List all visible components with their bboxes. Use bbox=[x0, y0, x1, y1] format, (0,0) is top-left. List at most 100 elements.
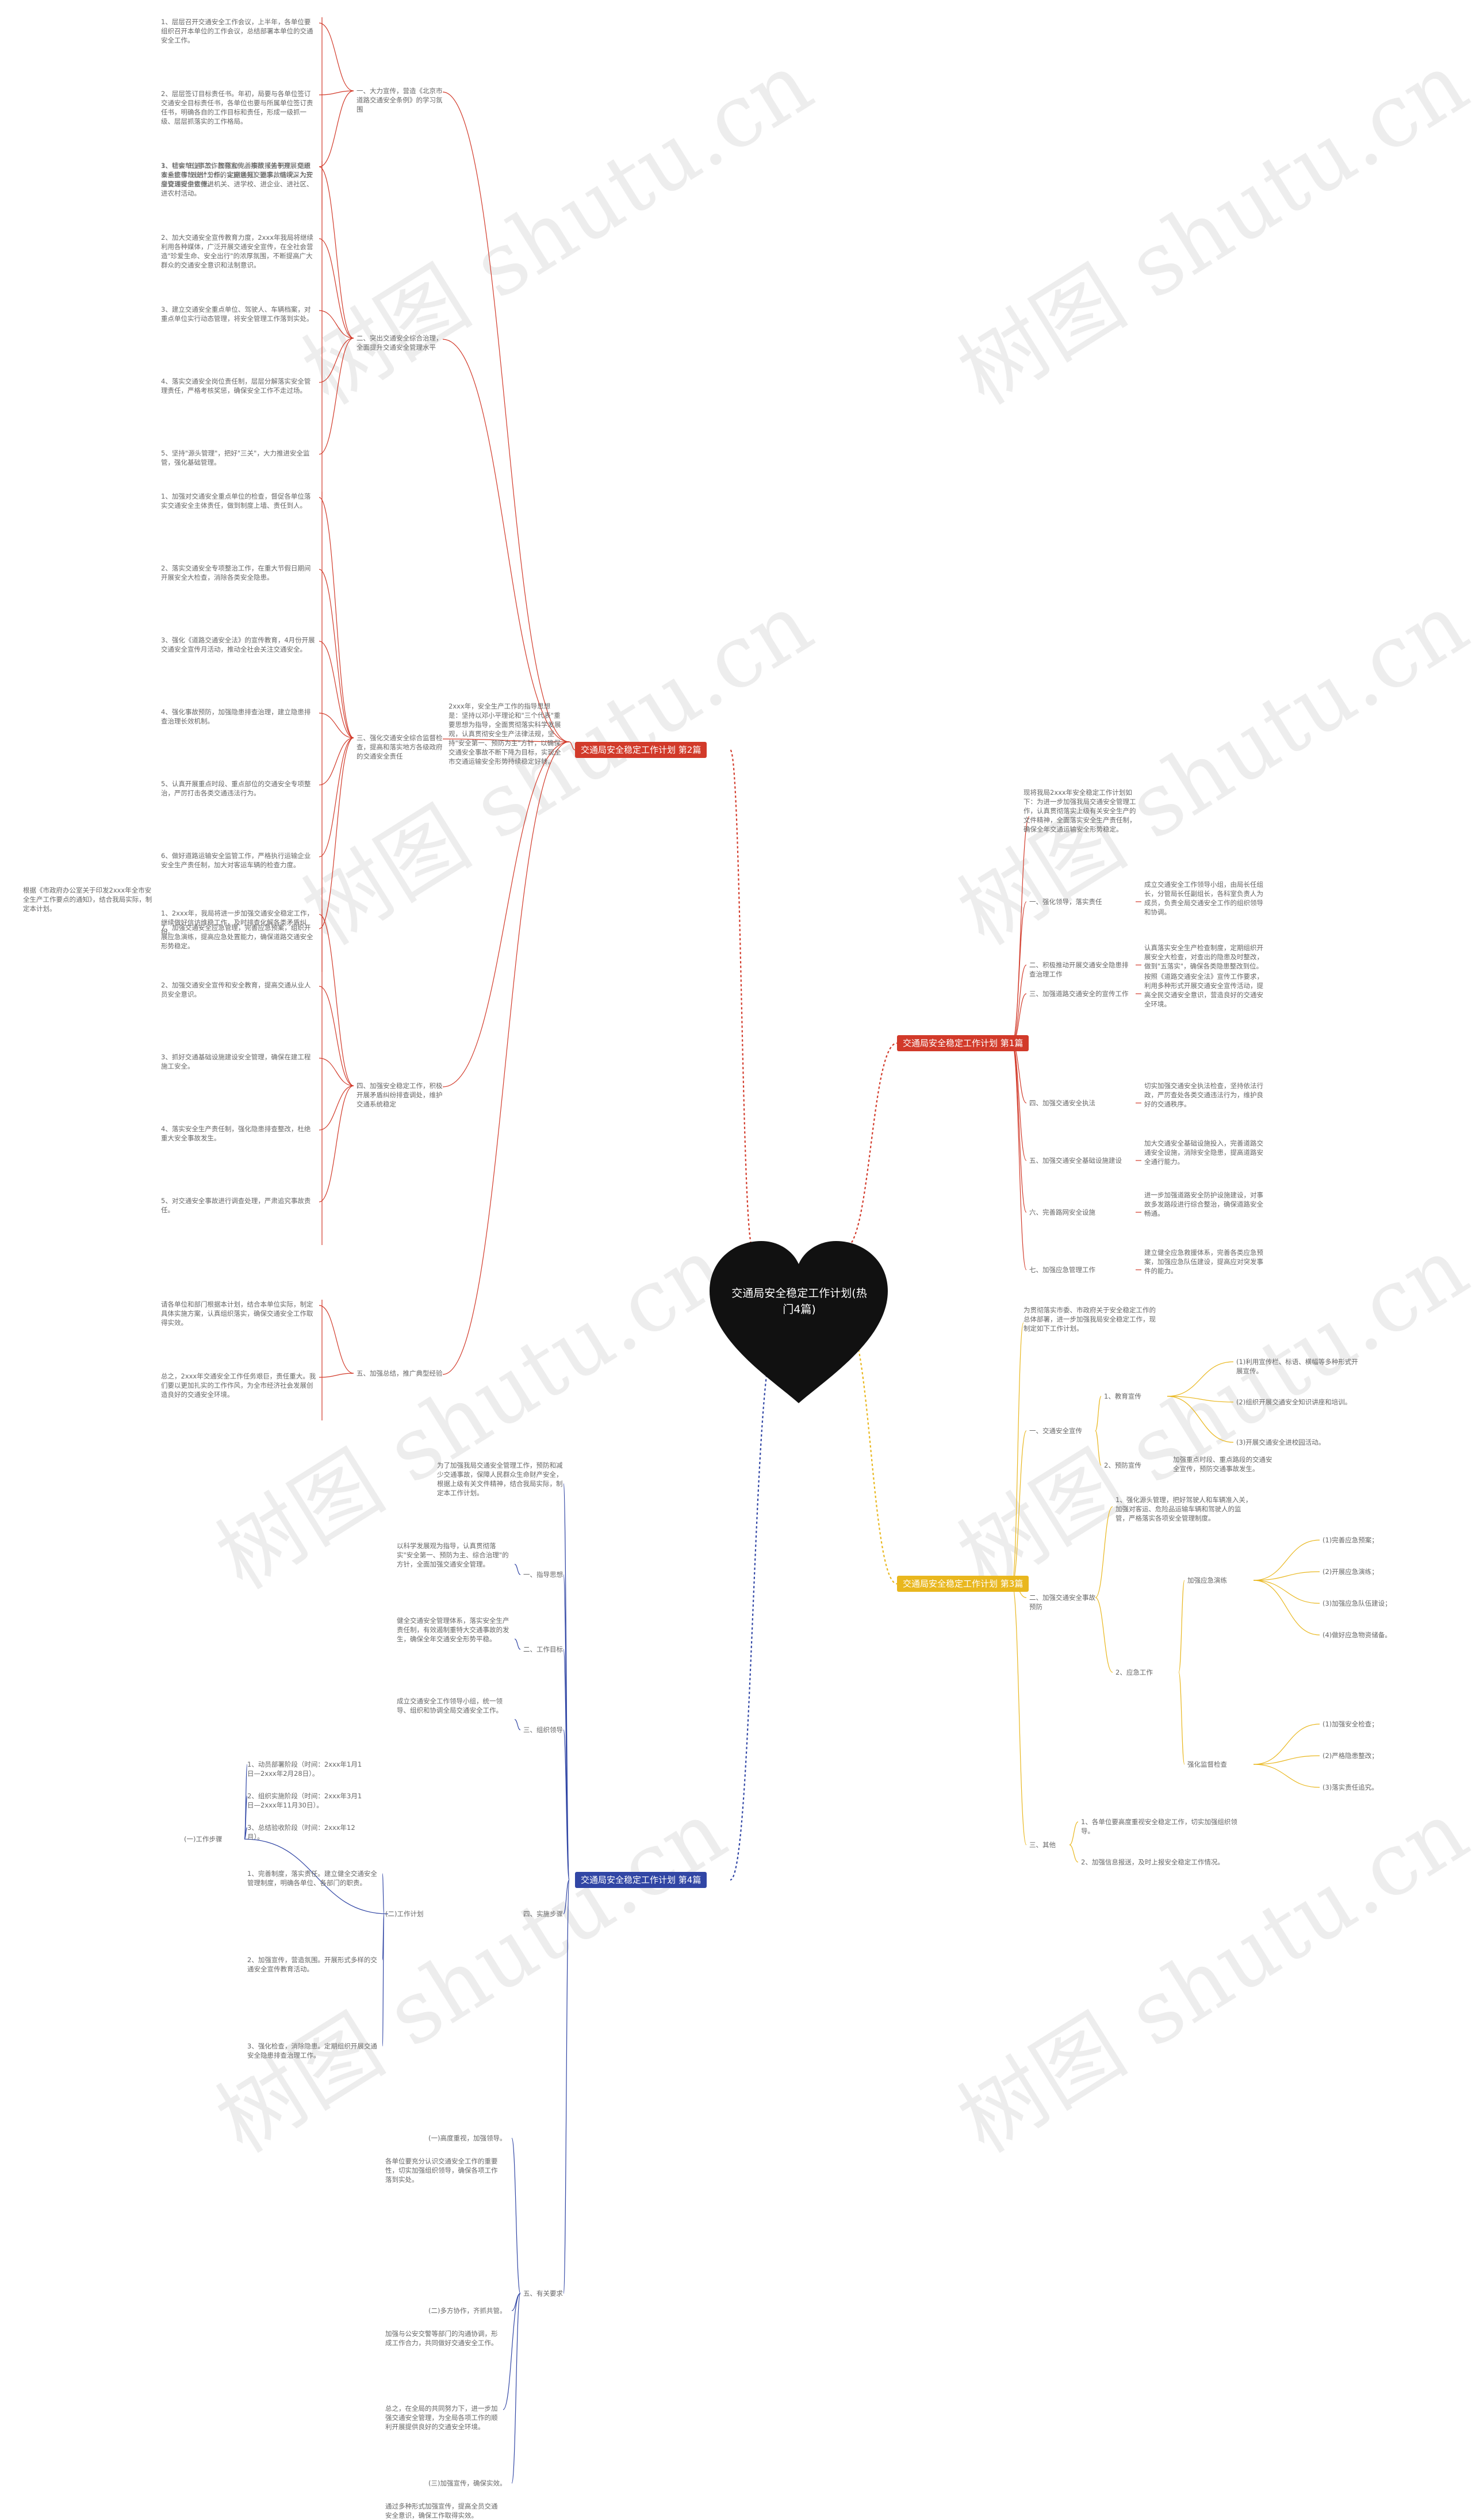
branch2-note[interactable]: 切实加强交通安全执法检查，坚持依法行政，严厉查处各类交通违法行为，维护良好的交通… bbox=[1144, 1082, 1263, 1108]
branch3-note[interactable]: (3)落实责任追究。 bbox=[1322, 1783, 1378, 1791]
branch3-note[interactable]: (4)做好应急物资储备。 bbox=[1322, 1631, 1392, 1639]
branch1-note[interactable]: 请各单位和部门根据本计划，结合本单位实际，制定具体实施方案，认真组织落实，确保交… bbox=[161, 1300, 313, 1327]
branch-label-2[interactable]: 交通局安全稳定工作计划 第2篇 bbox=[575, 742, 707, 758]
branch2-item[interactable]: 四、加强交通安全执法 bbox=[1029, 1099, 1095, 1107]
branch4-note[interactable]: 3、强化检查，消除隐患。定期组织开展交通安全隐患排查治理工作。 bbox=[247, 2042, 377, 2059]
branch4-phase[interactable]: (二)工作计划 bbox=[385, 1910, 424, 1918]
branch3-sub[interactable]: 1、教育宣传 bbox=[1104, 1392, 1141, 1400]
branch1-note[interactable]: 4、落实安全生产责任制，强化隐患排查整改，杜绝重大安全事故发生。 bbox=[161, 1125, 311, 1142]
branch1-note[interactable]: 3、建立交通安全重点单位、驾驶人、车辆档案，对重点单位实行动态管理，将安全管理工… bbox=[161, 305, 313, 323]
branch3-note[interactable]: 加强重点时段、重点路段的交通安全宣传，预防交通事故发生。 bbox=[1173, 1456, 1272, 1473]
branch4-note[interactable]: 各单位要充分认识交通安全工作的重要性，切实加强组织领导，确保各项工作落到实处。 bbox=[385, 2157, 498, 2184]
branch-intro[interactable]: 2xxx年，安全生产工作的指导思想是：坚持以邓小平理论和"三个代表"重要思想为指… bbox=[448, 702, 561, 765]
branch3-group[interactable]: 强化监督检查 bbox=[1187, 1760, 1227, 1768]
branch1-side-note[interactable]: 根据《市政府办公室关于印发2xxx年全市安全生产工作要点的通知》，结合我局实际，… bbox=[23, 886, 152, 913]
branch1-note[interactable]: 3、切实"五进"工作教育宣传。按照《关于开展交通安全宣传"五进"工作的实施意见》… bbox=[161, 162, 313, 197]
branch1-note[interactable]: 2、层层签订目标责任书。年初，局要与各单位签订交通安全目标责任书，各单位也要与所… bbox=[161, 90, 313, 125]
branch4-note[interactable]: 成立交通安全工作领导小组，统一领导、组织和协调全局交通安全工作。 bbox=[397, 1697, 503, 1714]
branch1-note[interactable]: 2、加大交通安全宣传教育力度，2xxx年我局将继续利用各种媒体，广泛开展交通安全… bbox=[161, 233, 314, 269]
branch2-item[interactable]: 七、加强应急管理工作 bbox=[1029, 1266, 1095, 1274]
branch3-item[interactable]: 一、交通安全宣传 bbox=[1029, 1427, 1082, 1435]
branch4-item[interactable]: 四、实施步骤 bbox=[523, 1910, 563, 1918]
branch3-note[interactable]: (1)完善应急预案； bbox=[1322, 1536, 1378, 1544]
branch1-note[interactable]: 5、坚持"源头管理"，把好"三关"，大力推进安全监管，强化基础管理。 bbox=[161, 449, 310, 466]
connector-line bbox=[319, 166, 354, 339]
branch1-note[interactable]: 5、认真开展重点时段、重点部位的交通安全专项整治，严厉打击各类交通违法行为。 bbox=[161, 780, 311, 797]
branch1-item[interactable]: 二、突出交通安全综合治理，全面提升交通安全管理水平 bbox=[356, 334, 443, 351]
connector-line bbox=[319, 238, 354, 339]
branch1-note[interactable]: 5、对交通安全事故进行调查处理，严肃追究事故责任。 bbox=[161, 1197, 311, 1214]
branch2-item[interactable]: 二、积极推动开展交通安全隐患排查治理工作 bbox=[1029, 961, 1129, 978]
branch1-note[interactable]: 1、社会单位事故，加强和完善事故报告制度，组织本系统事故统计分析，定期通报交通事… bbox=[161, 162, 313, 188]
branch4-item[interactable]: 三、组织领导 bbox=[523, 1726, 563, 1734]
branch2-note[interactable]: 进一步加强道路安全防护设施建设，对事故多发路段进行综合整治，确保道路安全畅通。 bbox=[1144, 1191, 1263, 1217]
branch4-note[interactable]: 以科学发展观为指导，认真贯彻落实"安全第一、预防为主、综合治理"的方针，全面加强… bbox=[397, 1542, 509, 1568]
branch4-phase[interactable]: (一)工作步骤 bbox=[184, 1835, 223, 1843]
branch1-item[interactable]: 五、加强总结，推广典型经验 bbox=[356, 1369, 443, 1377]
branch2-note[interactable]: 认真落实安全生产检查制度，定期组织开展安全大检查，对查出的隐患及时整改，做到"五… bbox=[1144, 944, 1263, 970]
branch3-note[interactable]: (3)开展交通安全进校园活动。 bbox=[1236, 1438, 1325, 1446]
branch2-item[interactable]: 六、完善路网安全设施 bbox=[1029, 1208, 1095, 1216]
branch2-item[interactable]: 三、加强道路交通安全的宣传工作 bbox=[1029, 990, 1129, 998]
branch3-note[interactable]: (1)利用宣传栏、标语、横幅等多种形式开展宣传。 bbox=[1236, 1358, 1358, 1375]
branch1-note[interactable]: 3、强化《道路交通安全法》的宣传教育，4月份开展交通安全宣传月活动，推动全社会关… bbox=[161, 636, 315, 653]
branch3-note[interactable]: (2)严格隐患整改； bbox=[1322, 1752, 1378, 1760]
branch1-note[interactable]: 1、层层召开交通安全工作会议，上半年，各单位要组织召开本单位的工作会议，总结部署… bbox=[161, 18, 313, 44]
branch3-sub[interactable]: 2、预防宣传 bbox=[1104, 1461, 1141, 1469]
branch2-item[interactable]: 五、加强交通安全基础设施建设 bbox=[1029, 1156, 1122, 1165]
branch4-note[interactable]: 2、加强宣传，营造氛围。开展形式多样的交通安全宣传教育活动。 bbox=[247, 1956, 377, 1973]
branch1-note[interactable]: 7、加强交通安全应急管理，完善应急预案，组织开展应急演练，提高应急处置能力，确保… bbox=[161, 924, 313, 950]
branch1-item[interactable]: 四、加强安全稳定工作，积极开展矛盾纠纷排查调处，维护交通系统稳定 bbox=[356, 1082, 443, 1108]
branch4-note[interactable]: 通过多种形式加强宣传，提高全员交通安全意识，确保工作取得实效。 bbox=[385, 2502, 498, 2519]
branch-label-4[interactable]: 交通局安全稳定工作计划 第4篇 bbox=[575, 1872, 707, 1888]
branch2-note[interactable]: 建立健全应急救援体系，完善各类应急预案，加强应急队伍建设，提高应对突发事件的能力… bbox=[1144, 1248, 1263, 1275]
connector-line bbox=[563, 1879, 570, 1914]
branch3-note[interactable]: (1)加强安全检查； bbox=[1322, 1720, 1378, 1728]
branch4-item[interactable]: 一、指导思想 bbox=[523, 1571, 563, 1579]
branch4-item[interactable]: 五、有关要求 bbox=[523, 2289, 563, 2297]
branch4-item[interactable]: 二、工作目标 bbox=[523, 1645, 563, 1653]
branch3-note[interactable]: 1、强化源头管理，把好驾驶人和车辆准入关，加强对客运、危险品运输车辆和驾驶人的监… bbox=[1116, 1496, 1252, 1522]
branch1-item[interactable]: 一、大力宣传，营造《北京市道路交通安全条例》的学习氛围 bbox=[356, 87, 443, 113]
branch4-note[interactable]: 1、完善制度，落实责任。建立健全交通安全管理制度，明确各单位、各部门的职责。 bbox=[247, 1870, 377, 1887]
branch3-sub[interactable]: 2、应急工作 bbox=[1116, 1668, 1153, 1676]
branch4-req[interactable]: (三)加强宣传，确保实效。 bbox=[428, 2479, 507, 2487]
branch2-item[interactable]: 一、强化领导，落实责任 bbox=[1029, 898, 1102, 906]
branch4-note[interactable]: 1、动员部署阶段（时间：2xxx年1月1日—2xxx年2月28日）。 bbox=[247, 1760, 362, 1778]
branch1-note[interactable]: 总之，2xxx年交通安全工作任务艰巨，责任重大。我们要以更加扎实的工作作风，为全… bbox=[161, 1372, 316, 1399]
branch1-note[interactable]: 6、做好道路运输安全监管工作，严格执行运输企业安全生产责任制，加大对客运车辆的检… bbox=[161, 852, 311, 869]
branch1-note[interactable]: 2、落实交通安全专项整治工作，在重大节假日期间开展安全大检查，消除各类安全隐患。 bbox=[161, 564, 311, 581]
branch2-note[interactable]: 按照《道路交通安全法》宣传工作要求，利用多种形式开展交通安全宣传活动，提高全民交… bbox=[1144, 972, 1263, 1008]
branch4-note[interactable]: 2、组织实施阶段（时间：2xxx年3月1日—2xxx年11月30日）。 bbox=[247, 1792, 362, 1809]
branch4-note[interactable]: 健全交通安全管理体系，落实安全生产责任制，有效遏制重特大交通事故的发生，确保全年… bbox=[397, 1617, 509, 1643]
branch3-note[interactable]: (3)加强应急队伍建设； bbox=[1322, 1599, 1392, 1607]
branch-label-1[interactable]: 交通局安全稳定工作计划 第1篇 bbox=[897, 1035, 1029, 1051]
central-heart[interactable] bbox=[704, 1236, 894, 1409]
branch3-note[interactable]: (2)组织开展交通安全知识讲座和培训。 bbox=[1236, 1398, 1352, 1406]
branch4-note[interactable]: 总之，在全局的共同努力下，进一步加强交通安全管理，为全局各项工作的顺利开展提供良… bbox=[385, 2404, 498, 2431]
branch-label-3[interactable]: 交通局安全稳定工作计划 第3篇 bbox=[897, 1576, 1029, 1592]
branch1-note[interactable]: 1、加强对交通安全重点单位的检查，督促各单位落实交通安全主体责任，做到制度上墙、… bbox=[161, 492, 311, 510]
branch4-note[interactable]: 3、总结验收阶段（时间：2xxx年12月）。 bbox=[247, 1824, 355, 1841]
branch4-intro[interactable]: 为了加强我局交通安全管理工作，预防和减少交通事故，保障人民群众生命财产安全，根据… bbox=[437, 1461, 563, 1497]
branch4-req[interactable]: (二)多方协作，齐抓共管。 bbox=[428, 2307, 507, 2315]
branch3-item[interactable]: 三、其他 bbox=[1029, 1841, 1056, 1849]
branch1-note[interactable]: 4、强化事故预防，加强隐患排查治理，建立隐患排查治理长效机制。 bbox=[161, 708, 311, 725]
branch3-item[interactable]: 二、加强交通安全事故预防 bbox=[1029, 1594, 1095, 1611]
branch3-note[interactable]: (2)开展应急演练； bbox=[1322, 1568, 1378, 1576]
connector-line bbox=[244, 1827, 248, 1840]
branch1-note[interactable]: 1、2xxx年，我局将进一步加强交通安全稳定工作，继续做好信访维稳工作，及时排查… bbox=[161, 909, 314, 936]
branch2-note[interactable]: 成立交通安全工作领导小组，由局长任组长，分管局长任副组长，各科室负责人为成员，负… bbox=[1144, 880, 1263, 916]
branch3-note[interactable]: 2、加强信息报送，及时上报安全稳定工作情况。 bbox=[1081, 1858, 1224, 1866]
branch1-note[interactable]: 2、加强交通安全宣传和安全教育，提高交通从业人员安全意识。 bbox=[161, 981, 311, 998]
branch3-intro[interactable]: 为贯彻落实市委、市政府关于安全稳定工作的总体部署，进一步加强我局安全稳定工作，现… bbox=[1023, 1306, 1156, 1332]
branch1-item[interactable]: 三、强化交通安全综合监督检查，提高和落实地方各级政府的交通安全责任 bbox=[356, 734, 443, 760]
branch1-note[interactable]: 4、落实交通安全岗位责任制，层层分解落实安全管理责任，严格考核奖惩，确保安全工作… bbox=[161, 377, 311, 395]
branch3-note[interactable]: 1、各单位要高度重视安全稳定工作，切实加强组织领导。 bbox=[1081, 1818, 1237, 1835]
branch3-group[interactable]: 加强应急演练 bbox=[1187, 1576, 1227, 1584]
branch1-note[interactable]: 3、抓好交通基础设施建设安全管理，确保在建工程施工安全。 bbox=[161, 1053, 311, 1070]
branch4-req[interactable]: (一)高度重视，加强领导。 bbox=[428, 2134, 507, 2142]
branch2-intro[interactable]: 现将我局2xxx年安全稳定工作计划如下：为进一步加强我局交通安全管理工作，认真贯… bbox=[1023, 788, 1136, 833]
branch2-note[interactable]: 加大交通安全基础设施投入，完善道路交通安全设施，消除安全隐患，提高道路安全通行能… bbox=[1144, 1139, 1263, 1166]
branch4-note[interactable]: 加强与公安交警等部门的沟通协调，形成工作合力，共同做好交通安全工作。 bbox=[385, 2330, 498, 2347]
